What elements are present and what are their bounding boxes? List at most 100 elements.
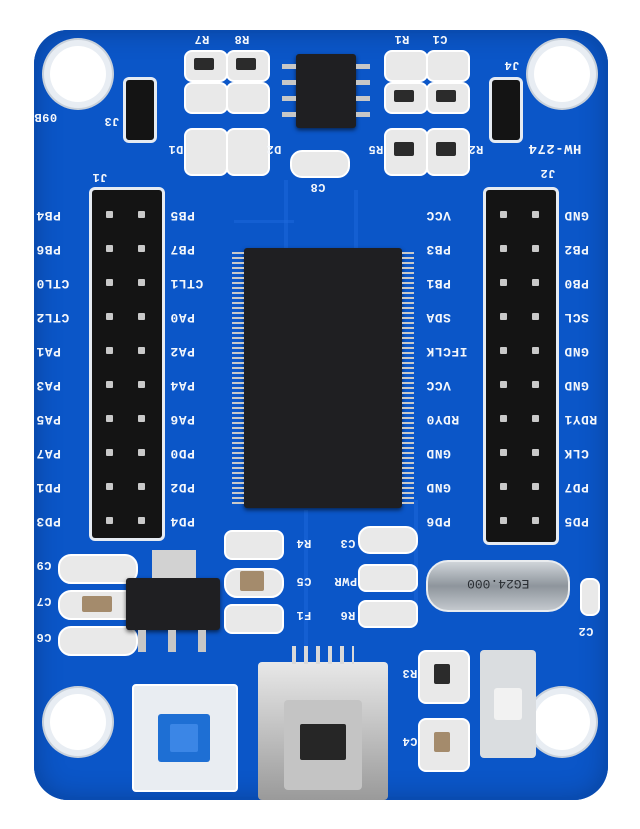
- header-pin[interactable]: [500, 313, 507, 320]
- header-pin[interactable]: [106, 381, 113, 388]
- header-pin[interactable]: [532, 245, 539, 252]
- header-pin[interactable]: [138, 245, 145, 252]
- silk-c2: C2: [578, 624, 594, 638]
- header-pin[interactable]: [138, 415, 145, 422]
- header-pin[interactable]: [500, 415, 507, 422]
- pin-label-j1-outer: PA7: [36, 446, 61, 461]
- header-pin[interactable]: [500, 381, 507, 388]
- resistor-pad: [226, 82, 270, 114]
- mounting-hole: [534, 46, 590, 102]
- silk-j2: J2: [540, 166, 556, 180]
- fuse-f1: [224, 604, 284, 634]
- resistor-r2: [426, 128, 470, 176]
- header-pin[interactable]: [500, 483, 507, 490]
- header-pin[interactable]: [500, 347, 507, 354]
- jumper-j4[interactable]: [492, 80, 520, 140]
- trace: [284, 180, 288, 250]
- header-pin[interactable]: [500, 211, 507, 218]
- header-pin[interactable]: [532, 517, 539, 524]
- chip-pins-right: [402, 252, 414, 504]
- pin-label-j1-inner: PA6: [170, 412, 195, 427]
- mounting-hole: [50, 46, 106, 102]
- header-pin[interactable]: [138, 313, 145, 320]
- header-pin[interactable]: [106, 449, 113, 456]
- silk-r2: R2: [468, 142, 484, 156]
- header-pin[interactable]: [106, 245, 113, 252]
- header-pin[interactable]: [500, 449, 507, 456]
- smd-part: [434, 732, 450, 752]
- board-model-label: HW-274: [528, 140, 582, 156]
- silk-c6: C6: [36, 630, 52, 644]
- pin-label-j1-outer: CTL0: [36, 276, 70, 291]
- silk-c4: C4: [402, 734, 418, 748]
- header-pin[interactable]: [532, 381, 539, 388]
- chip-pins-left: [232, 252, 244, 504]
- pin-label-j1-outer: PA3: [36, 378, 61, 393]
- header-pin[interactable]: [106, 279, 113, 286]
- pin-label-j2-outer: PD7: [564, 480, 589, 495]
- header-pin[interactable]: [106, 313, 113, 320]
- header-pin[interactable]: [532, 415, 539, 422]
- power-switch[interactable]: [132, 684, 238, 792]
- header-pin[interactable]: [106, 211, 113, 218]
- header-pin[interactable]: [106, 483, 113, 490]
- header-pin[interactable]: [500, 517, 507, 524]
- header-pin[interactable]: [500, 245, 507, 252]
- pin-label-j2-outer: GND: [564, 344, 589, 359]
- pin-label-j1-inner: PD2: [170, 480, 195, 495]
- silk-c9: C9: [36, 558, 52, 572]
- pin-label-j1-outer: PD1: [36, 480, 61, 495]
- mini-usb-connector[interactable]: [258, 662, 388, 800]
- header-pin[interactable]: [138, 517, 145, 524]
- silk-r5: R5: [368, 142, 384, 156]
- header-pin[interactable]: [532, 279, 539, 286]
- pin-label-j1-outer: PB4: [36, 208, 61, 223]
- mounting-hole: [50, 694, 106, 750]
- silk-r8: R8: [234, 32, 250, 46]
- pin-label-j2-inner: PD6: [426, 514, 451, 529]
- smd-part: [436, 90, 456, 102]
- silk-c1: C1: [432, 32, 448, 46]
- resistor-r1: [384, 50, 428, 82]
- header-pin[interactable]: [532, 313, 539, 320]
- trace: [304, 510, 308, 650]
- crystal-oscillator: EG24.000: [426, 560, 570, 612]
- pin-label-j2-inner: VCC: [426, 378, 451, 393]
- usb-pins: [292, 646, 354, 664]
- header-pin[interactable]: [138, 211, 145, 218]
- header-pin[interactable]: [532, 483, 539, 490]
- pin-label-j1-inner: PA2: [170, 344, 195, 359]
- silk-pwr: PWR: [334, 574, 358, 588]
- silk-f1: F1: [296, 608, 312, 622]
- header-pin[interactable]: [138, 279, 145, 286]
- silk-r7: R7: [194, 32, 210, 46]
- header-pin[interactable]: [532, 347, 539, 354]
- silk-c7: C7: [36, 594, 52, 608]
- pin-label-j2-outer: GND: [564, 378, 589, 393]
- pin-label-j2-outer: RDY1: [564, 412, 598, 427]
- header-pin[interactable]: [138, 381, 145, 388]
- eeprom-chip: [296, 54, 356, 128]
- capacitor-c2: [580, 578, 600, 616]
- header-j2[interactable]: [486, 190, 556, 542]
- led-d1: [184, 128, 228, 176]
- header-pin[interactable]: [106, 347, 113, 354]
- silk-d1: D1: [168, 142, 184, 156]
- header-pin[interactable]: [532, 211, 539, 218]
- silk-j1: J1: [92, 170, 108, 184]
- header-pin[interactable]: [138, 483, 145, 490]
- header-pin[interactable]: [500, 279, 507, 286]
- header-pin[interactable]: [532, 449, 539, 456]
- smd-part: [236, 58, 256, 70]
- header-pin[interactable]: [138, 449, 145, 456]
- header-j1[interactable]: [92, 190, 162, 538]
- header-pin[interactable]: [106, 415, 113, 422]
- pin-label-j1-inner: PA0: [170, 310, 195, 325]
- pin-label-j1-outer: PB6: [36, 242, 61, 257]
- header-pin[interactable]: [106, 517, 113, 524]
- header-pin[interactable]: [138, 347, 145, 354]
- jumper-j3[interactable]: [126, 80, 154, 140]
- smd-part: [394, 90, 414, 102]
- pin-label-j2-inner: GND: [426, 480, 451, 495]
- reset-button[interactable]: [480, 650, 536, 758]
